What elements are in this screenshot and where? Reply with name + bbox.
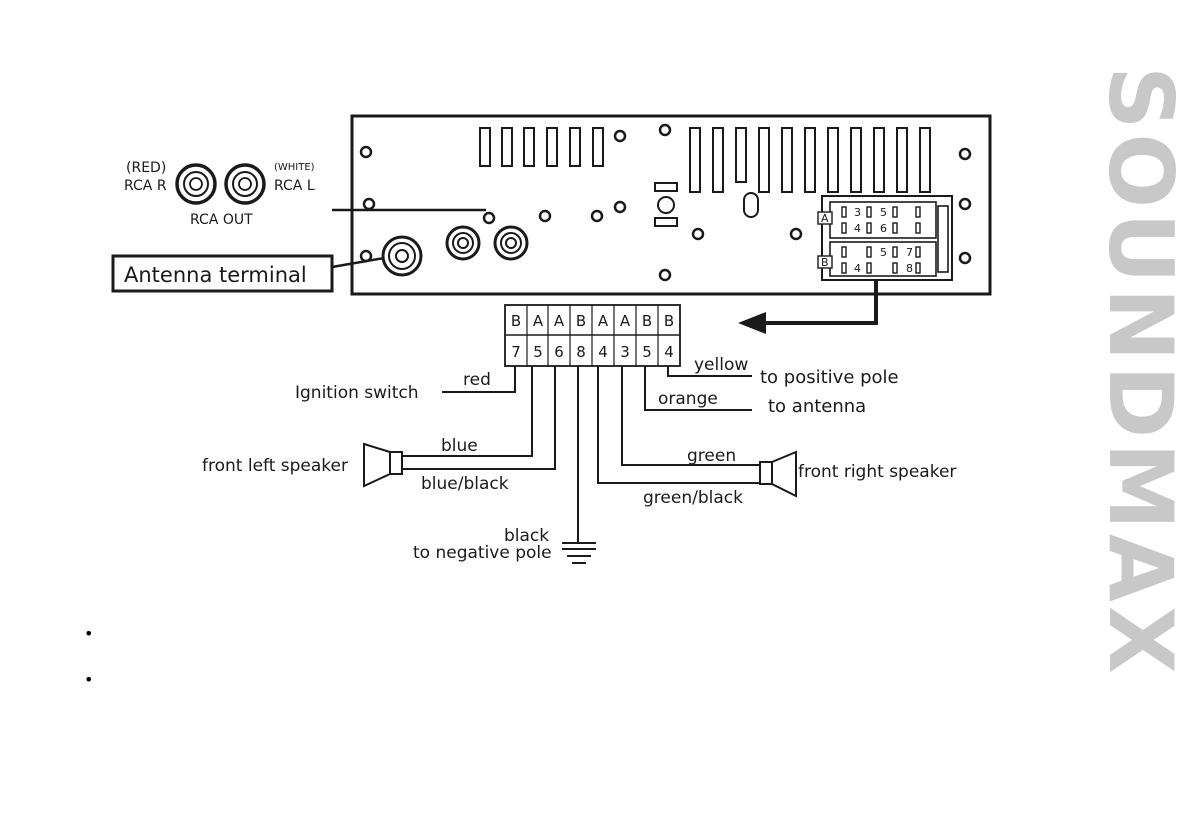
pin-number-cell: 4 <box>664 343 674 361</box>
rca-white-note: (WHITE) <box>274 162 315 173</box>
pin-group-cell: A <box>620 312 631 330</box>
pin-group-cell: B <box>576 312 586 330</box>
pin-group-cell: B <box>642 312 652 330</box>
pin-number-cell: 7 <box>511 343 521 361</box>
pin-group-cell: B <box>511 312 521 330</box>
label-front-left-speaker: front left speaker <box>202 456 348 476</box>
iso-b-pin: 4 <box>854 262 861 275</box>
rca-r-label: RCA R <box>124 178 167 194</box>
pin-group-cell: A <box>533 312 544 330</box>
label-blue-black: blue/black <box>421 474 509 494</box>
pin-number-cell: 8 <box>576 343 586 361</box>
iso-block-b-letter: B <box>821 256 829 269</box>
iso-a-pin: 5 <box>880 206 887 219</box>
pin-number-cell: 6 <box>554 343 564 361</box>
iso-b-pin: 5 <box>880 246 887 259</box>
pin-group-cell: A <box>554 312 565 330</box>
pin-number-cell: 4 <box>598 343 608 361</box>
pin-table: B A A B A A B B 7 5 6 8 4 3 5 4 <box>505 305 680 366</box>
note-item <box>84 626 100 672</box>
pin-number-cell: 3 <box>620 343 630 361</box>
brand-logo: SOUNDMAX <box>1089 66 1192 678</box>
label-yellow: yellow <box>694 355 748 375</box>
label-positive-pole: to positive pole <box>760 367 899 388</box>
iso-b-pin: 7 <box>906 246 913 259</box>
rca-red-note: (RED) <box>126 160 166 176</box>
label-orange: orange <box>658 389 718 409</box>
label-blue: blue <box>441 436 478 456</box>
rca-out-label: RCA OUT <box>190 212 253 228</box>
iso-a-pin: 3 <box>854 206 861 219</box>
iso-a-pin: 4 <box>854 222 861 235</box>
label-ignition-switch: Ignition switch <box>295 383 419 403</box>
antenna-terminal-label: Antenna terminal <box>124 263 307 287</box>
note-item <box>84 672 100 718</box>
ground-icon <box>562 549 596 563</box>
front-left-speaker-icon <box>364 444 402 486</box>
label-red: red <box>463 370 491 390</box>
label-front-right-speaker: front right speaker <box>798 462 956 482</box>
label-to-antenna: to antenna <box>768 396 866 417</box>
pin-group-cell: B <box>664 312 674 330</box>
antenna-terminal-callout: Antenna terminal <box>113 256 384 291</box>
pin-group-cell: A <box>598 312 609 330</box>
iso-a-pin: 6 <box>880 222 887 235</box>
notes-list <box>84 626 100 718</box>
wire-labels: red Ignition switch yellow to positive p… <box>202 355 956 563</box>
rca-l-label: RCA L <box>274 178 315 194</box>
iso-block-a-letter: A <box>821 212 829 225</box>
pin-number-cell: 5 <box>642 343 652 361</box>
iso-b-pin: 8 <box>906 262 913 275</box>
head-unit-panel: A B 3 5 4 6 5 7 4 8 <box>352 116 990 294</box>
pin-number-cell: 5 <box>533 343 543 361</box>
front-right-speaker-icon <box>760 452 796 496</box>
label-green: green <box>687 446 736 466</box>
label-negative-pole: to negative pole <box>413 543 552 563</box>
label-green-black: green/black <box>643 488 743 508</box>
